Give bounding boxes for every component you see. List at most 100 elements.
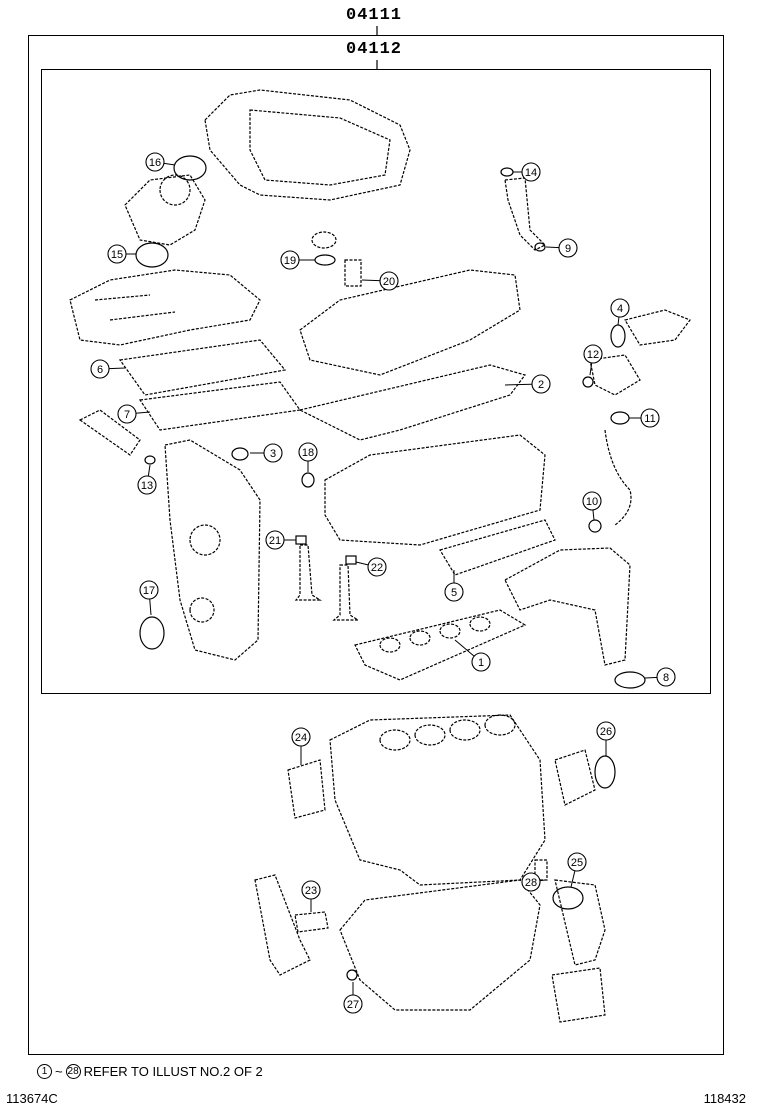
callout-11: 11 xyxy=(629,408,660,428)
egr-pipe-drawing xyxy=(604,429,632,526)
callout-number: 5 xyxy=(451,587,457,599)
callout-15: 15 xyxy=(107,244,136,264)
callout-circle xyxy=(367,557,387,577)
oil-filter-drawing xyxy=(551,967,606,1023)
callout-6: 6 xyxy=(90,359,126,379)
oil-filler-cap-drawing xyxy=(311,231,337,249)
callout-14: 14 xyxy=(513,162,541,182)
callout-22: 22 xyxy=(355,557,387,577)
callout-number: 25 xyxy=(571,857,583,869)
gasket-24-drawing xyxy=(287,759,326,819)
oil-strainer-drawing xyxy=(254,874,311,976)
callout-circle xyxy=(521,162,541,182)
callout-24: 24 xyxy=(291,727,311,765)
callout-number: 16 xyxy=(149,157,161,169)
callout-4: 4 xyxy=(610,298,630,326)
callout-number: 24 xyxy=(295,732,307,744)
kit-code-inner: 04112 xyxy=(346,40,403,59)
callout-circle xyxy=(280,250,300,270)
ring-10-drawing xyxy=(588,519,602,533)
callout-number: 1 xyxy=(478,657,484,669)
ring-11-drawing xyxy=(610,411,630,425)
intake-manifold-drawing xyxy=(69,269,261,346)
callout-3: 3 xyxy=(250,443,283,463)
rear-oil-seal-retainer-drawing xyxy=(554,749,596,806)
callout-number: 12 xyxy=(587,349,599,361)
callout-number: 9 xyxy=(565,243,571,255)
callout-circle xyxy=(582,491,602,511)
ring-9-drawing xyxy=(534,242,546,252)
cylinder-block-drawing xyxy=(329,714,546,886)
callout-circle xyxy=(145,152,165,172)
cylinder-head-cover-drawing xyxy=(299,269,521,376)
callout-circle xyxy=(567,852,587,872)
callout-number: 26 xyxy=(600,726,612,738)
callout-circle xyxy=(298,442,318,462)
callout-26: 26 xyxy=(596,721,616,756)
callout-circle xyxy=(558,238,578,258)
intake-gasket-7-drawing xyxy=(138,381,302,431)
seal-17-drawing xyxy=(139,616,165,650)
head-cover-gasket-drawing xyxy=(298,364,527,441)
callout-circle xyxy=(656,667,676,687)
callout-number: 3 xyxy=(270,448,276,460)
callout-25: 25 xyxy=(567,852,587,888)
seal-26-drawing xyxy=(594,755,616,789)
gasket-8-drawing xyxy=(614,671,646,689)
callout-number: 18 xyxy=(302,447,314,459)
callout-number: 28 xyxy=(525,877,537,889)
intake-valve-drawing xyxy=(294,544,323,601)
oil-pan-drawing xyxy=(339,879,541,1011)
footnote-range-start: 1 xyxy=(37,1064,52,1079)
callout-circle xyxy=(444,582,464,602)
inner-kit-frame xyxy=(41,69,711,694)
callout-28: 28 xyxy=(521,872,546,892)
callout-circle xyxy=(291,727,311,747)
oil-filter-bracket-drawing xyxy=(554,879,606,966)
exhaust-manifold-drawing xyxy=(504,547,631,666)
callout-circle xyxy=(610,298,630,318)
callout-19: 19 xyxy=(280,250,315,270)
callout-2: 2 xyxy=(504,374,551,394)
callout-circle xyxy=(640,408,660,428)
callout-number: 15 xyxy=(111,249,123,261)
gasket-27-drawing xyxy=(346,969,358,981)
gasket-19-drawing xyxy=(314,254,336,266)
callout-9: 9 xyxy=(545,238,578,258)
ring-3-drawing xyxy=(231,447,249,461)
footnote-range-end: 28 xyxy=(65,1064,81,1079)
callout-number: 23 xyxy=(305,885,317,897)
outer-kit-frame xyxy=(28,35,724,1055)
callout-number: 10 xyxy=(586,496,598,508)
callout-1: 1 xyxy=(454,639,491,672)
part-28-drawing xyxy=(534,859,548,881)
callout-17: 17 xyxy=(139,580,159,616)
footnote: 1 ~ 28 REFER TO ILLUST NO.2 OF 2 xyxy=(37,1064,263,1079)
callout-circle xyxy=(301,880,321,900)
callout-number: 7 xyxy=(124,409,130,421)
callout-5: 5 xyxy=(444,570,464,602)
callout-21: 21 xyxy=(265,530,296,550)
callout-number: 27 xyxy=(347,999,359,1011)
callout-number: 17 xyxy=(143,585,155,597)
pcv-20-drawing xyxy=(344,259,362,287)
water-outlet-drawing xyxy=(624,309,691,346)
cylinder-head-drawing xyxy=(324,434,546,546)
callout-23: 23 xyxy=(301,880,321,912)
callout-number: 4 xyxy=(617,303,623,315)
callout-circle xyxy=(139,580,159,600)
callout-circle xyxy=(117,404,137,424)
callout-circle xyxy=(90,359,110,379)
air-intake-plenum-drawing xyxy=(204,89,411,201)
ring-4-drawing xyxy=(610,324,626,348)
fuel-injector-drawing xyxy=(504,177,547,251)
callout-16: 16 xyxy=(145,152,176,172)
timing-chain-cover-drawing xyxy=(164,439,261,661)
illustration-code: 113674C xyxy=(6,1091,58,1106)
callout-circle xyxy=(265,530,285,550)
callout-circle xyxy=(379,271,399,291)
cylinder-head-gasket-drawing xyxy=(354,609,527,681)
callout-circle xyxy=(531,374,551,394)
callout-number: 11 xyxy=(644,413,655,425)
